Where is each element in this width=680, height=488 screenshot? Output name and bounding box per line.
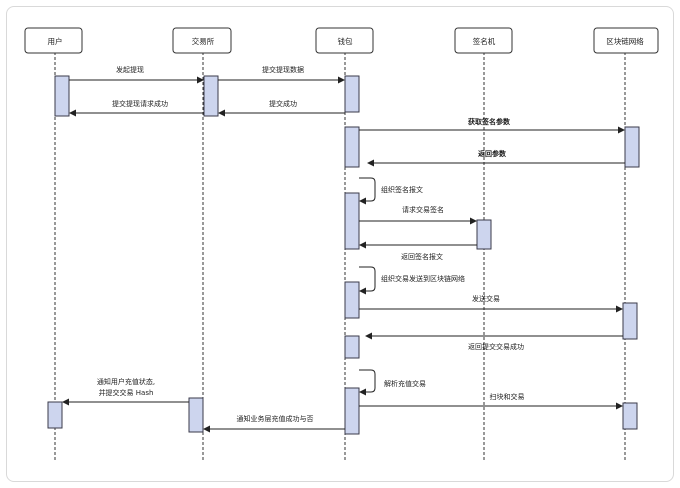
participant-signer: 签名机 [454, 27, 513, 54]
activation-wallet-3 [344, 192, 360, 250]
svg-text:钱包: 钱包 [338, 36, 353, 46]
participant-user: 用户 [24, 27, 83, 54]
activation-wallet-6 [344, 387, 360, 435]
label-m11: 发送交易 [472, 294, 500, 303]
label-m3: 提交提现请求成功 [112, 99, 168, 108]
participant-chain: 区块链网络 [593, 27, 659, 54]
activation-wallet-1 [344, 75, 360, 113]
label-m14: 扫块和交易 [490, 392, 525, 401]
label-m12: 返回提交交易成功 [468, 342, 524, 351]
activation-exchange-1 [203, 75, 219, 117]
label-m15-line1: 通知用户充值状态, [97, 377, 155, 386]
activation-wallet-5 [344, 335, 360, 359]
activation-signer-1 [476, 219, 492, 250]
activation-user-1 [54, 75, 70, 117]
arrow-m10 [359, 266, 376, 295]
svg-text:区块链网络: 区块链网络 [606, 36, 644, 46]
arrow-m7 [359, 177, 376, 205]
label-m9: 返回签名报文 [401, 252, 443, 261]
label-m4: 提交成功 [269, 99, 297, 108]
activation-chain-1 [624, 126, 640, 168]
activation-chain-2 [622, 302, 638, 340]
label-m8: 请求交易签名 [402, 205, 444, 214]
svg-text:签名机: 签名机 [473, 36, 496, 46]
diagram-frame [6, 6, 674, 482]
activation-user-2 [47, 401, 63, 429]
activation-chain-3 [622, 402, 638, 430]
activation-wallet-4 [344, 281, 360, 319]
svg-text:用户: 用户 [48, 36, 63, 46]
label-m1: 发起提现 [116, 65, 144, 74]
label-m13: 解析充值交易 [384, 379, 426, 388]
activation-wallet-2 [344, 126, 360, 168]
label-m7: 组织签名报文 [381, 185, 423, 194]
label-m2: 提交提现数据 [262, 65, 304, 74]
activation-exchange-2 [188, 397, 204, 433]
svg-text:交易所: 交易所 [192, 36, 215, 46]
participant-wallet: 钱包 [315, 27, 374, 54]
arrow-m13 [359, 369, 376, 396]
label-m6: 返回参数 [478, 149, 507, 158]
label-m10: 组织交易发送到区块链网络 [381, 274, 465, 283]
participant-exchange: 交易所 [172, 27, 232, 54]
label-m15-line2: 并提交交易 Hash [99, 388, 154, 397]
label-m5: 获取签名参数 [467, 117, 511, 126]
label-m16: 通知业务层充值成功与否 [237, 414, 314, 423]
